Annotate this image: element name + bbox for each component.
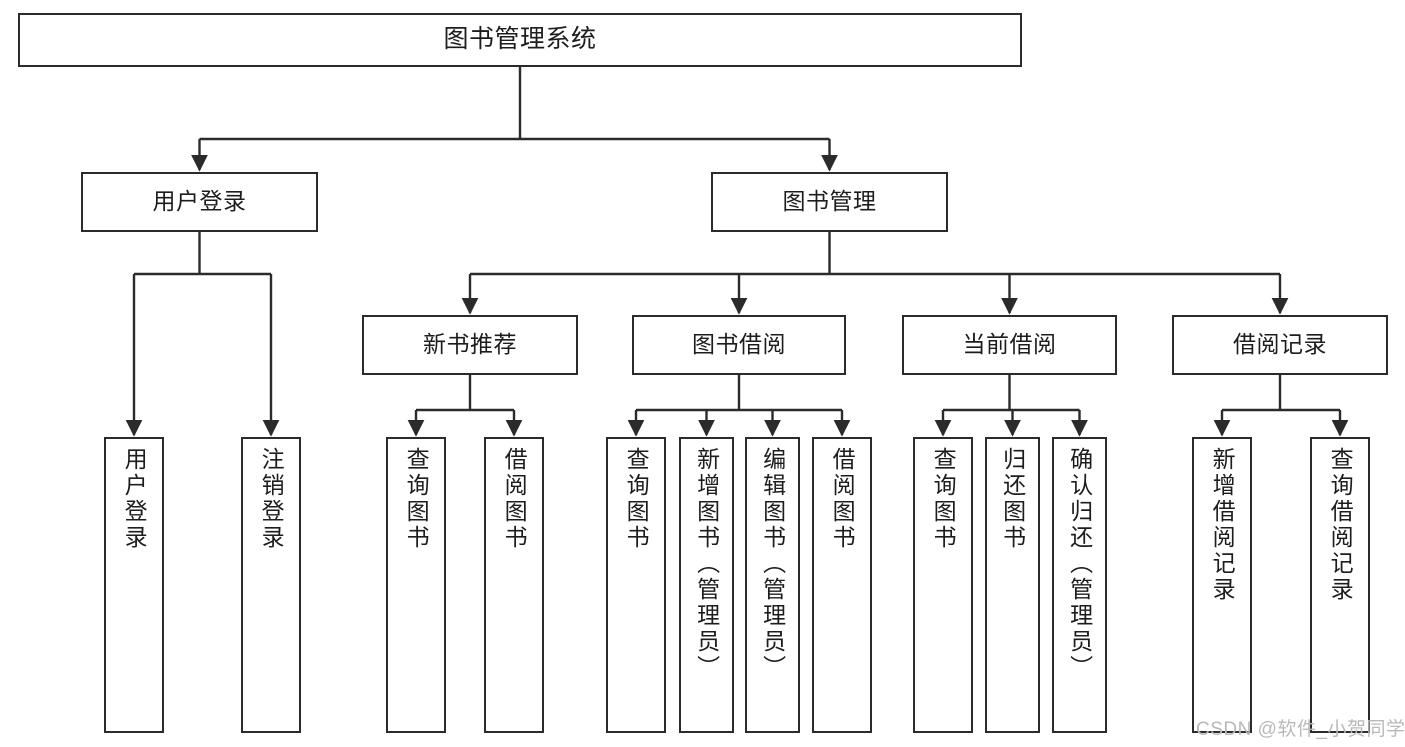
node-label: 借阅记录 (1233, 331, 1327, 358)
node-label: 归还图书 (999, 447, 1026, 551)
node-label: 图书管理 (782, 188, 877, 215)
leaf-query-book-2[interactable]: 查询图书 (606, 437, 666, 733)
node-root[interactable]: 图书管理系统 (18, 13, 1022, 67)
leaf-confirm-return[interactable]: 确认归还（管理员） (1052, 437, 1107, 733)
node-label: 查询图书 (930, 447, 957, 551)
node-book-manage[interactable]: 图书管理 (711, 172, 948, 232)
node-user-login[interactable]: 用户登录 (81, 172, 318, 232)
node-label: 查询图书 (623, 447, 650, 551)
leaf-query-book-1[interactable]: 查询图书 (386, 437, 446, 733)
node-label: 确认归还（管理员） (1066, 447, 1093, 681)
node-label: 借阅图书 (829, 447, 856, 551)
leaf-return-book[interactable]: 归还图书 (985, 437, 1040, 733)
connector-lines (125, 67, 1349, 437)
node-label: 图书借阅 (692, 331, 786, 358)
node-borrow-record[interactable]: 借阅记录 (1172, 315, 1388, 375)
csdn-watermark: CSDN @软件_小贺同学 (1196, 719, 1405, 740)
leaf-add-book[interactable]: 新增图书（管理员） (679, 437, 734, 733)
node-new-book-recommend[interactable]: 新书推荐 (362, 315, 578, 375)
node-label: 用户登录 (152, 188, 247, 215)
leaf-query-book-3[interactable]: 查询图书 (913, 437, 973, 733)
leaf-borrow-book-2[interactable]: 借阅图书 (812, 437, 872, 733)
leaf-edit-book[interactable]: 编辑图书（管理员） (745, 437, 800, 733)
node-label: 图书管理系统 (443, 25, 597, 54)
leaf-user-login[interactable]: 用户登录 (104, 437, 164, 733)
node-label: 新书推荐 (423, 331, 517, 358)
node-label: 编辑图书（管理员） (759, 447, 786, 681)
node-label: 注销登录 (258, 447, 285, 551)
node-label: 新增借阅记录 (1209, 447, 1236, 603)
node-label: 查询图书 (403, 447, 430, 551)
node-label: 查询借阅记录 (1327, 447, 1354, 603)
leaf-add-borrow-record[interactable]: 新增借阅记录 (1192, 437, 1252, 733)
node-label: 借阅图书 (501, 447, 528, 551)
node-book-borrow[interactable]: 图书借阅 (632, 315, 846, 375)
node-label: 当前借阅 (962, 331, 1057, 358)
leaf-query-borrow-record[interactable]: 查询借阅记录 (1310, 437, 1370, 733)
leaf-borrow-book-1[interactable]: 借阅图书 (484, 437, 544, 733)
leaf-logout[interactable]: 注销登录 (241, 437, 301, 733)
node-current-borrow[interactable]: 当前借阅 (902, 315, 1117, 375)
node-label: 新增图书（管理员） (693, 447, 720, 681)
node-label: 用户登录 (121, 447, 148, 551)
